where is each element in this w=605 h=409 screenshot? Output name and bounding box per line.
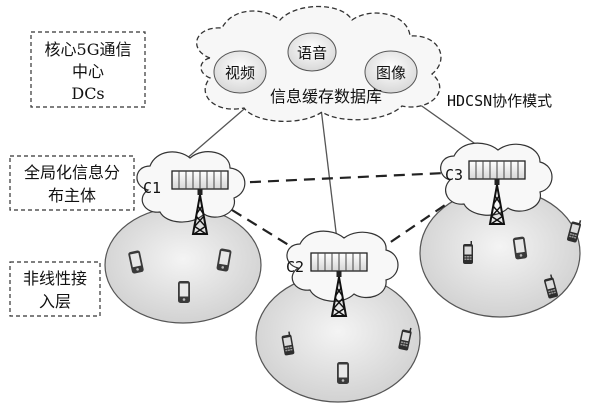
cell-label-c1: C1 (143, 179, 161, 197)
mobile-phone-icon (463, 241, 473, 264)
video-bubble-label: 视频 (225, 64, 255, 82)
cell-label-c2: C2 (286, 258, 304, 276)
voice-bubble-label: 语音 (297, 44, 327, 62)
image-bubble-label: 图像 (376, 64, 406, 82)
cache-database-caption: 信息缓存数据库 (270, 87, 382, 106)
cooperation-links (231, 171, 449, 253)
cell-label-c3: C3 (445, 166, 463, 184)
access-label-line-1: 非线性接 (23, 269, 87, 288)
core-dc-label-box: 核心5G通信 中心 DCs (30, 31, 146, 108)
hdcsn-mode-label: HDCSN协作模式 (447, 92, 552, 110)
access-label-box: 非线性接 入层 (9, 261, 101, 317)
distribution-label-line-1: 全局化信息分 (24, 163, 120, 182)
core-dc-label-line-3: DCs (71, 84, 104, 103)
core-dc-label-line-2: 中心 (72, 62, 104, 81)
distribution-label-box: 全局化信息分 布主体 (9, 155, 135, 211)
cell-coverage-c1 (104, 206, 262, 324)
cache-database-cloud: 视频 语音 图像 信息缓存数据库 (196, 5, 442, 122)
smartphone-icon (178, 281, 190, 303)
smartphone-icon (337, 362, 349, 384)
distribution-label-line-2: 布主体 (48, 186, 96, 205)
access-label-line-2: 入层 (39, 292, 71, 311)
core-dc-label-line-1: 核心5G通信 (45, 40, 132, 59)
